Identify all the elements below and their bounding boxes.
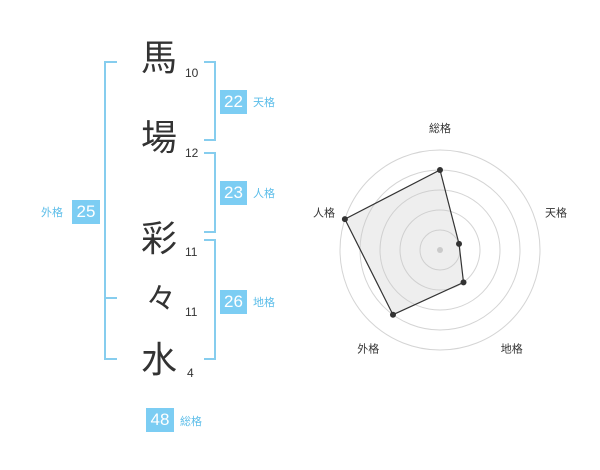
radar-axis-label-2: 天格 xyxy=(545,205,567,219)
soukaku-value: 48 xyxy=(146,408,174,432)
radar-ring-5 xyxy=(339,149,541,351)
soukaku-label: 総格 xyxy=(180,415,202,428)
jinkaku-value: 23 xyxy=(220,181,247,205)
chikaku-value: 26 xyxy=(220,290,247,314)
radar-point-3 xyxy=(460,279,467,286)
tenkaku-value: 22 xyxy=(220,90,247,114)
name-char-2: 場 xyxy=(141,118,178,159)
jinkaku-label: 人格 xyxy=(253,187,275,200)
radar-axis-label-3: 地格 xyxy=(501,342,523,356)
gaikaku-label: 外格 xyxy=(41,206,63,219)
radar-axis-label-4: 外格 xyxy=(357,342,379,356)
radar-point-5 xyxy=(341,216,348,223)
chikaku-label: 地格 xyxy=(253,296,275,309)
gaikaku-bracket-tick xyxy=(104,297,117,299)
stroke-count-5: 4 xyxy=(187,366,194,380)
tenkaku-label: 天格 xyxy=(253,96,275,109)
tenkaku-bracket xyxy=(204,61,216,141)
radar-polygon xyxy=(344,169,465,316)
radar-ring-2 xyxy=(399,209,481,291)
name-char-5: 水 xyxy=(141,340,178,381)
radar-point-2 xyxy=(456,240,463,247)
radar-axis-label-5: 人格 xyxy=(313,205,335,219)
stroke-count-2: 12 xyxy=(185,146,199,160)
stroke-count-3: 11 xyxy=(185,245,198,259)
radar-point-1 xyxy=(437,167,443,173)
name-char-4: 々 xyxy=(146,282,176,317)
name-char-3: 彩 xyxy=(141,219,178,260)
gaikaku-value: 25 xyxy=(72,200,100,224)
chikaku-bracket xyxy=(204,239,216,360)
gaikaku-bracket xyxy=(104,61,117,360)
name-char-1: 馬 xyxy=(141,38,178,79)
stroke-count-1: 10 xyxy=(185,66,199,80)
radar-axis-label-1: 総格 xyxy=(429,121,451,135)
jinkaku-bracket xyxy=(204,152,216,233)
radar-point-4 xyxy=(389,311,396,318)
radar-center-dot xyxy=(437,247,443,253)
stroke-count-4: 11 xyxy=(185,305,198,319)
radar-ring-3 xyxy=(379,189,501,311)
